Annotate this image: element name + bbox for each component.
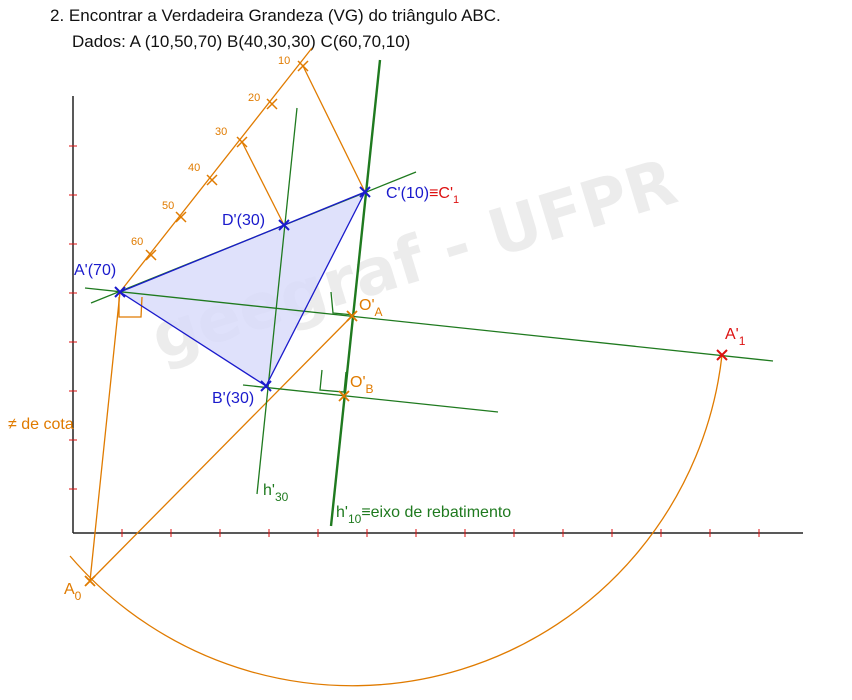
- right-angle-marker-ob: [319, 369, 347, 393]
- line-h10-eixo: [329, 59, 382, 527]
- axis-ticks: [69, 145, 760, 537]
- c-to-scale-10-line: [302, 65, 366, 193]
- label-a0: A0: [64, 581, 82, 603]
- given-data: Dados: A (10,50,70) B(40,30,30) C(60,70,…: [72, 32, 411, 51]
- label-h30: h'30: [263, 482, 289, 504]
- label-height-difference: ≠ de cota: [8, 416, 74, 433]
- label-h10-text: ≡eixo de rebatimento: [361, 504, 511, 521]
- point-c-marker: [359, 186, 371, 198]
- label-h10: h'10≡eixo de rebatimento: [336, 504, 511, 526]
- scale-tick-mark: [206, 174, 218, 186]
- scale-tick-mark: [266, 98, 278, 110]
- label-c-eq: ≡C': [429, 185, 453, 202]
- rebatimento-arc: [69, 354, 723, 687]
- scale-tick-label: 10: [278, 55, 290, 67]
- point-b-marker: [260, 380, 272, 392]
- height-difference-line: [89, 291, 121, 582]
- point-a-marker: [114, 286, 126, 298]
- label-a1-main: A': [725, 326, 739, 343]
- scale-tick-mark: [175, 211, 187, 223]
- label-h10-sub: 10: [348, 512, 362, 526]
- point-a0-marker: [84, 575, 96, 587]
- scale-tick-label: 50: [162, 200, 174, 212]
- label-ob-sub: B: [366, 382, 374, 396]
- label-a0-sub: 0: [75, 589, 82, 603]
- point-d-marker: [278, 219, 290, 231]
- scale-ticks: 10 20 30 40 50 60: [131, 55, 309, 261]
- label-a1-sub: 1: [739, 334, 746, 348]
- label-h30-main: h': [263, 482, 275, 499]
- scale-tick-label: 40: [188, 162, 200, 174]
- edge-a-c: [119, 191, 366, 293]
- label-a1: A'1: [725, 326, 746, 348]
- point-ob-marker: [338, 390, 350, 402]
- label-c-sub: 1: [453, 194, 459, 206]
- rebatimento-radius-line: [89, 315, 353, 582]
- scale-tick-mark: [297, 60, 309, 72]
- right-angle-marker-a: [118, 296, 143, 318]
- scale-tick-label: 60: [131, 236, 143, 248]
- right-angle-marker-oa: [330, 291, 355, 316]
- label-a0-main: A: [64, 581, 75, 598]
- edge-b-c: [265, 191, 366, 387]
- scale-tick-label: 20: [248, 92, 260, 104]
- point-oa-marker: [346, 310, 358, 322]
- line-a-perpendicular: [84, 287, 774, 362]
- d-to-scale-30-line: [241, 141, 285, 226]
- label-oa: O'A: [359, 297, 383, 319]
- triangle-fill: [120, 192, 365, 386]
- label-c-group: C'(10)≡C'1: [386, 185, 459, 206]
- edge-a-b: [119, 291, 267, 387]
- scale-tick-label: 30: [215, 126, 227, 138]
- point-a1-marker: [716, 349, 728, 361]
- scale-tick-mark: [145, 249, 157, 261]
- label-ob-main: O': [350, 374, 366, 391]
- label-a: A'(70): [74, 262, 116, 279]
- label-c: C'(10): [386, 185, 429, 202]
- label-oa-sub: A: [375, 305, 383, 319]
- exercise-title: 2. Encontrar a Verdadeira Grandeza (VG) …: [50, 6, 501, 25]
- label-oa-main: O': [359, 297, 375, 314]
- scale-tick-mark: [236, 136, 248, 148]
- label-b: B'(30): [212, 390, 254, 407]
- label-h10-main: h': [336, 504, 348, 521]
- line-h30: [256, 107, 298, 495]
- scale-line: [119, 47, 313, 293]
- label-h30-sub: 30: [275, 490, 289, 504]
- label-d: D'(30): [222, 212, 265, 229]
- label-ob: O'B: [350, 374, 374, 396]
- line-b-perpendicular: [242, 384, 499, 413]
